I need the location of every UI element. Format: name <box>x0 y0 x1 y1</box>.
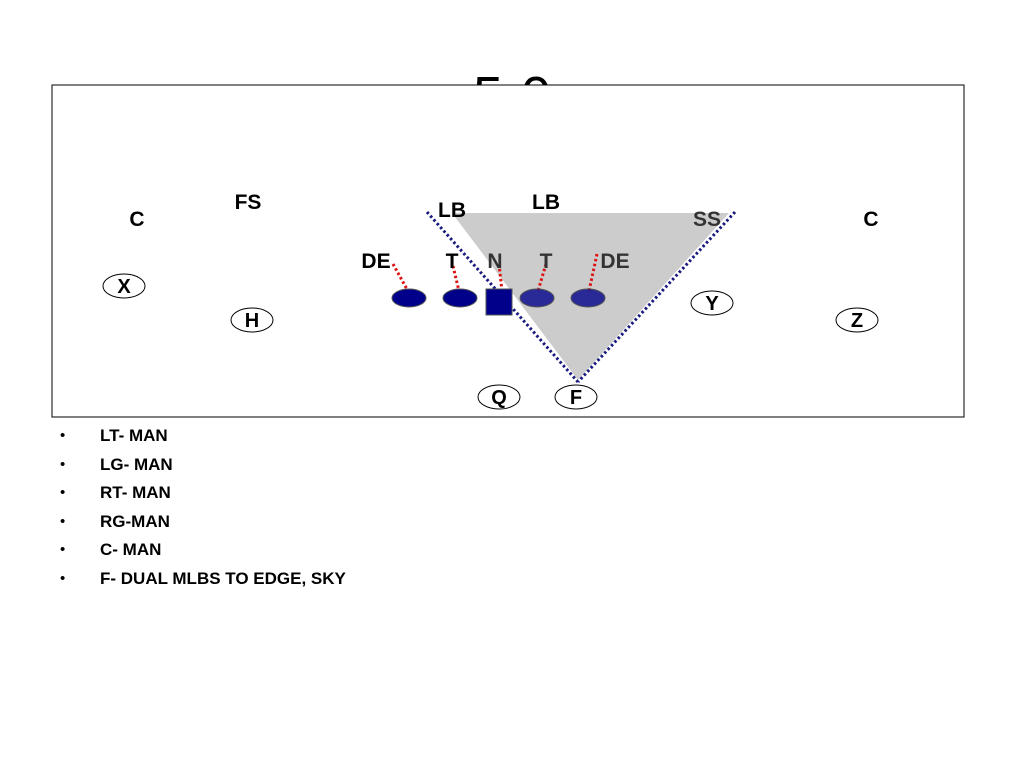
label-t-right: T <box>540 250 553 273</box>
assignment-text: LT- MAN <box>100 426 168 445</box>
label-c-left: C <box>129 208 144 231</box>
label-c-right: C <box>863 208 878 231</box>
label-lb-right: LB <box>532 191 560 214</box>
list-item: •RG-MAN <box>60 511 170 531</box>
player-x: X <box>117 276 131 298</box>
assignment-text: LG- MAN <box>100 454 173 474</box>
assignment-list: •LT- MAN •LG- MAN •RT- MAN •RG-MAN •C- M… <box>60 424 346 596</box>
list-item: •C- MAN <box>60 540 162 560</box>
lineman-rt <box>570 288 606 308</box>
label-de-right: DE <box>600 250 629 273</box>
assignment-text: F- DUAL MLBS TO EDGE, SKY <box>100 568 346 588</box>
label-n: N <box>487 250 502 273</box>
label-lb-left: LB <box>438 199 466 222</box>
player-q: Q <box>491 387 507 409</box>
center-square <box>485 288 513 316</box>
player-z: Z <box>851 310 863 332</box>
player-q-oval <box>477 384 521 410</box>
rush-line-de-left <box>391 263 410 292</box>
player-h-oval <box>230 307 274 333</box>
list-item: •LG- MAN <box>60 454 173 474</box>
player-f: F <box>570 387 582 409</box>
rush-line-t-left <box>451 265 461 292</box>
list-item: •RT- MAN <box>60 483 171 503</box>
player-f-oval <box>554 384 598 410</box>
lineman-lg <box>442 288 478 308</box>
label-de-left: DE <box>361 250 390 273</box>
rush-line-de-right <box>587 253 599 292</box>
player-y: Y <box>705 293 719 315</box>
assignment-text: RT- MAN <box>100 483 171 503</box>
lineman-rg <box>519 288 555 308</box>
player-h: H <box>245 310 259 332</box>
player-z-oval <box>835 307 879 333</box>
assignment-text: C- MAN <box>100 540 162 560</box>
label-ss: SS <box>693 208 721 231</box>
list-item: •F- DUAL MLBS TO EDGE, SKY <box>60 568 346 588</box>
label-t-left: T <box>446 250 459 273</box>
player-x-oval <box>102 273 146 299</box>
player-y-oval <box>690 290 734 316</box>
lineman-lt <box>391 288 427 308</box>
label-fs: FS <box>235 191 262 214</box>
zone-edge-right <box>576 210 737 384</box>
list-item: •LT- MAN <box>60 426 168 445</box>
assignment-text: RG-MAN <box>100 511 170 531</box>
